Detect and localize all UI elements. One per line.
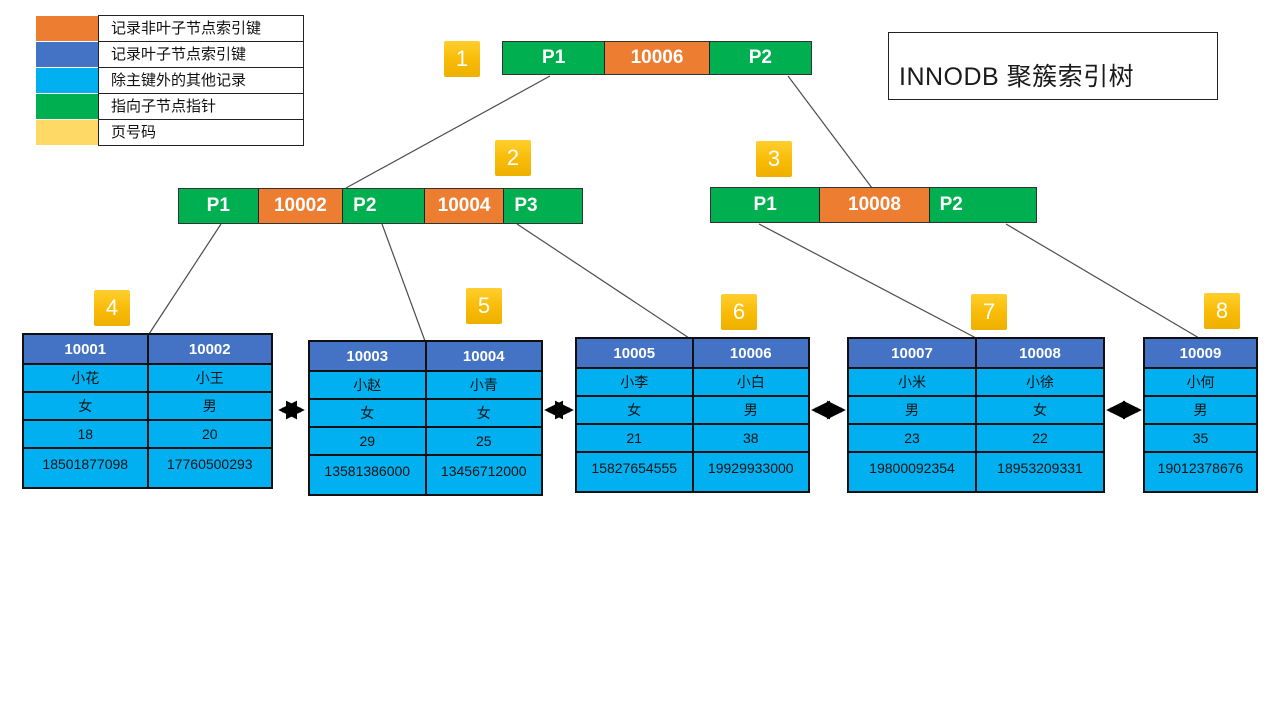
record-cell-gender: 女	[577, 397, 692, 423]
record-cell-phone: 13581386000	[310, 456, 425, 494]
pointer-cell: P1	[179, 189, 259, 223]
internal-node-page-2: P1 10002 P2 10004 P3	[178, 188, 583, 224]
primary-key-cell: 10008	[977, 339, 1103, 367]
legend-label: 除主键外的其他记录	[98, 67, 304, 94]
legend-item-page-number: 页号码	[36, 119, 304, 146]
record-cell-age: 35	[1145, 425, 1256, 451]
record-cell-gender: 男	[693, 397, 808, 423]
page-badge-4: 4	[94, 290, 130, 326]
page-badge-1: 1	[444, 41, 480, 77]
record-cell-age: 29	[310, 428, 425, 454]
record-cell-gender: 女	[977, 397, 1103, 423]
index-key-cell: 10002	[258, 189, 344, 223]
internal-node-page-3: P1 10008 P2	[710, 187, 1037, 223]
connector-page2-p2-to-page5	[381, 223, 426, 342]
legend-swatch-orange	[36, 16, 98, 41]
index-key-cell: 10004	[424, 189, 505, 223]
record-cell-phone: 19800092354	[849, 453, 975, 491]
legend-label: 页号码	[98, 119, 304, 146]
record-cell-age: 18	[24, 421, 147, 447]
legend-swatch-cyan	[36, 68, 98, 93]
legend-item-leaf-key: 记录叶子节点索引键	[36, 41, 304, 68]
leaf-node-page-5: 10003 10004 小赵 小青 女 女 29 25 13581386000 …	[308, 340, 543, 496]
connector-page3-p1-to-page7	[758, 223, 977, 339]
record-cell-phone: 19012378676	[1145, 453, 1256, 491]
record-cell-phone: 17760500293	[148, 449, 271, 487]
leaf-node-page-8: 10009 小何 男 35 19012378676	[1143, 337, 1258, 493]
diagram-title-text: INNODB 聚簇索引树	[899, 63, 1135, 91]
legend-label: 记录叶子节点索引键	[98, 41, 304, 68]
leaf-node-page-6: 10005 10006 小李 小白 女 男 21 38 15827654555 …	[575, 337, 810, 493]
record-cell-age: 20	[148, 421, 271, 447]
page-badge-6: 6	[721, 294, 757, 330]
page-badge-8: 8	[1204, 293, 1240, 329]
pointer-cell: P1	[503, 42, 606, 74]
primary-key-cell: 10001	[24, 335, 147, 363]
root-node-page-1: P1 10006 P2	[502, 41, 812, 75]
pointer-cell: P2	[929, 188, 1037, 222]
record-cell-gender: 女	[426, 400, 541, 426]
legend-label: 指向子节点指针	[98, 93, 304, 120]
pointer-cell: P2	[343, 189, 425, 223]
record-cell-age: 25	[426, 428, 541, 454]
record-cell-phone: 15827654555	[577, 453, 692, 491]
connector-page2-p3-to-page6	[516, 223, 690, 339]
connector-page3-p2-to-page8	[1005, 223, 1200, 339]
legend-item-nonleaf-key: 记录非叶子节点索引键	[36, 15, 304, 42]
connector-page2-p1-to-page4	[148, 223, 222, 335]
record-cell-phone: 18501877098	[24, 449, 147, 487]
record-cell-gender: 男	[1145, 397, 1256, 423]
legend: 记录非叶子节点索引键 记录叶子节点索引键 除主键外的其他记录 指向子节点指针 页…	[36, 15, 304, 146]
primary-key-cell: 10005	[577, 339, 692, 367]
record-cell-age: 21	[577, 425, 692, 451]
page-badge-2: 2	[495, 140, 531, 176]
record-cell-name: 小何	[1145, 369, 1256, 395]
record-cell-age: 23	[849, 425, 975, 451]
record-cell-gender: 男	[148, 393, 271, 419]
record-cell-name: 小花	[24, 365, 147, 391]
diagram-title: INNODB 聚簇索引树	[888, 32, 1218, 100]
record-cell-name: 小李	[577, 369, 692, 395]
pointer-cell: P3	[504, 189, 582, 223]
record-cell-phone: 18953209331	[977, 453, 1103, 491]
index-key-cell: 10006	[605, 42, 710, 74]
connector-root-p2-to-page3	[787, 75, 873, 189]
record-cell-gender: 男	[849, 397, 975, 423]
legend-item-other-records: 除主键外的其他记录	[36, 67, 304, 94]
record-cell-name: 小白	[693, 369, 808, 395]
primary-key-cell: 10007	[849, 339, 975, 367]
primary-key-cell: 10002	[148, 335, 271, 363]
primary-key-cell: 10003	[310, 342, 425, 370]
primary-key-cell: 10009	[1145, 339, 1256, 367]
leaf-node-page-7: 10007 10008 小米 小徐 男 女 23 22 19800092354 …	[847, 337, 1105, 493]
pointer-cell: P2	[709, 42, 812, 74]
page-badge-5: 5	[466, 288, 502, 324]
record-cell-name: 小赵	[310, 372, 425, 398]
legend-item-child-pointer: 指向子节点指针	[36, 93, 304, 120]
pointer-cell: P1	[711, 188, 821, 222]
record-cell-gender: 女	[24, 393, 147, 419]
page-badge-3: 3	[756, 141, 792, 177]
record-cell-name: 小青	[426, 372, 541, 398]
primary-key-cell: 10004	[426, 342, 541, 370]
legend-swatch-green	[36, 94, 98, 119]
record-cell-age: 38	[693, 425, 808, 451]
legend-swatch-yellow	[36, 120, 98, 145]
record-cell-name: 小徐	[977, 369, 1103, 395]
legend-label: 记录非叶子节点索引键	[98, 15, 304, 42]
primary-key-cell: 10006	[693, 339, 808, 367]
record-cell-phone: 19929933000	[693, 453, 808, 491]
record-cell-age: 22	[977, 425, 1103, 451]
index-key-cell: 10008	[820, 188, 930, 222]
leaf-node-page-4: 10001 10002 小花 小王 女 男 18 20 18501877098 …	[22, 333, 273, 489]
record-cell-name: 小王	[148, 365, 271, 391]
record-cell-name: 小米	[849, 369, 975, 395]
record-cell-gender: 女	[310, 400, 425, 426]
page-badge-7: 7	[971, 294, 1007, 330]
record-cell-phone: 13456712000	[426, 456, 541, 494]
legend-swatch-blue	[36, 42, 98, 67]
